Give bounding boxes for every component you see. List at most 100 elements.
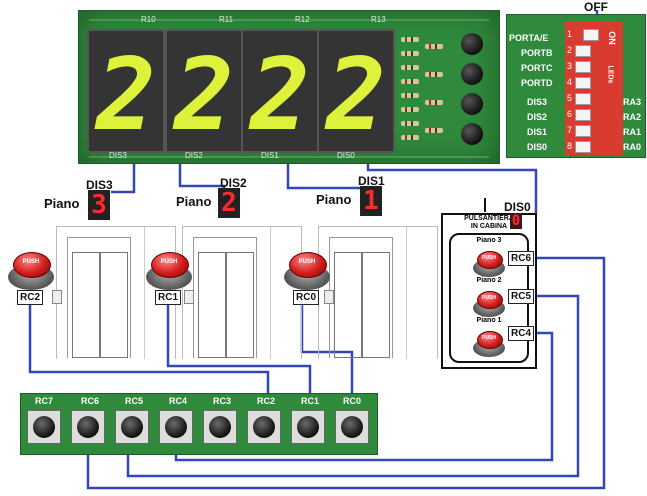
svg-text:2: 2: [248, 36, 310, 151]
floor-call-button-1[interactable]: PUSH: [284, 246, 330, 292]
dip-toggle[interactable]: [575, 141, 591, 153]
cabin-button-group: Piano 3 PUSH Piano 2 PUSH Piano 1 PUSH: [449, 233, 529, 363]
on-label: ON: [606, 31, 617, 45]
wire-rc0: [300, 304, 354, 396]
floor-display-label: DIS2: [220, 176, 247, 190]
dip-toggle[interactable]: [575, 93, 591, 105]
display-board: R10 R11 R12 R13 2 2 2 2 DIS3 DIS2 DIS1 D…: [78, 10, 500, 164]
resistor: [401, 93, 419, 98]
dip-toggle[interactable]: [575, 45, 591, 57]
switch-icon: [324, 290, 334, 304]
resistor: [425, 128, 443, 133]
dip-toggle[interactable]: [575, 77, 591, 89]
resistor-label: R11: [219, 15, 234, 24]
dip-toggle[interactable]: [583, 29, 599, 41]
tactile-button-rc6[interactable]: [71, 410, 105, 444]
dip-port-label: PORTD: [521, 78, 553, 88]
button-board: RC7 RC6 RC5 RC4 RC3 RC2 RC1 RC0: [20, 393, 378, 455]
push-label: PUSH: [22, 259, 40, 265]
floor-call-button-2[interactable]: PUSH: [146, 246, 192, 292]
dip-port-label: DIS3: [527, 97, 548, 107]
rc-label: RC5: [508, 289, 535, 304]
rc-label: RC1: [155, 290, 182, 305]
seven-segment-digit-dis1: 2: [241, 29, 319, 153]
board-button-label: RC0: [343, 396, 362, 406]
tactile-button-rc2[interactable]: [247, 410, 281, 444]
resistor: [401, 51, 419, 56]
floor-label: Piano: [44, 196, 80, 211]
resistor-label: R12: [295, 15, 310, 24]
digit-label: DIS3: [109, 151, 127, 160]
dip-toggle[interactable]: [575, 61, 591, 73]
rc-label: RC0: [293, 290, 320, 305]
dip-port-label: DIS0: [527, 142, 548, 152]
dip-number: 3: [567, 61, 573, 71]
floor-display-label: DIS3: [86, 178, 113, 192]
wire-rc1: [166, 304, 312, 396]
cabin-title-line: IN CABINA: [470, 223, 508, 230]
board-button-label: RC2: [257, 396, 276, 406]
board-button-label: RC3: [213, 396, 232, 406]
switch-icon: [184, 290, 194, 304]
dip-toggle[interactable]: [575, 109, 591, 121]
tactile-button-rc1[interactable]: [291, 410, 325, 444]
switch-icon: [52, 290, 62, 304]
resistor-label: R10: [141, 15, 156, 24]
dip-port-label: RA1: [623, 127, 642, 137]
floor-digit-display: 3: [88, 190, 110, 220]
cabin-button-2[interactable]: PUSH: [473, 287, 505, 317]
cabin-display-label: DIS0: [504, 200, 531, 214]
tactile-button-rc0[interactable]: [335, 410, 369, 444]
tactile-button-rc7[interactable]: [27, 410, 61, 444]
tactile-button-rc3[interactable]: [203, 410, 237, 444]
elevator-drawing: [318, 226, 438, 359]
dip-switch: 1 2 3 4 5 6 7 8 ON LEDs: [565, 21, 623, 155]
svg-text:2: 2: [324, 36, 386, 151]
resistor: [401, 79, 419, 84]
push-label: PUSH: [482, 335, 496, 341]
floor-label: Piano: [176, 194, 212, 209]
svg-text:2: 2: [172, 36, 234, 151]
dip-number: 2: [567, 45, 573, 55]
resistor: [401, 65, 419, 70]
wire-rc4: [174, 331, 554, 462]
resistor: [425, 72, 443, 77]
leds-label: LEDs: [606, 65, 614, 84]
transistor: [461, 123, 483, 145]
resistor: [401, 135, 419, 140]
dip-number: 8: [567, 141, 573, 151]
resistor: [401, 107, 419, 112]
floor-display-label: DIS1: [358, 174, 385, 188]
dip-port-label: PORTA/E: [509, 33, 549, 43]
resistor: [425, 44, 443, 49]
dip-number: 6: [567, 109, 573, 119]
dip-number: 7: [567, 125, 573, 135]
dip-toggle[interactable]: [575, 125, 591, 137]
antenna-icon: [484, 198, 486, 212]
resistor-label: R13: [371, 15, 386, 24]
svg-text:2: 2: [94, 36, 156, 151]
off-label: OFF: [584, 0, 608, 14]
resistor: [401, 37, 419, 42]
dip-number: 4: [567, 77, 573, 87]
cabin-button-1[interactable]: PUSH: [473, 327, 505, 357]
dip-switch-board: PORTA/E PORTB PORTC PORTD DIS3 DIS2 DIS1…: [506, 14, 646, 158]
board-button-label: RC5: [125, 396, 144, 406]
dip-port-label: DIS1: [527, 127, 548, 137]
digit-label: DIS1: [261, 151, 279, 160]
resistor: [425, 100, 443, 105]
cabin-digit-display: 0: [510, 213, 522, 229]
floor-call-button-3[interactable]: PUSH: [8, 246, 54, 292]
cabin-title: PULSANTIERA IN CABINA: [443, 215, 535, 231]
cabin-button-3[interactable]: PUSH: [473, 247, 505, 277]
board-button-label: RC7: [35, 396, 54, 406]
tactile-button-rc4[interactable]: [159, 410, 193, 444]
transistor: [461, 93, 483, 115]
dip-port-label: PORTC: [521, 63, 553, 73]
tactile-button-rc5[interactable]: [115, 410, 149, 444]
board-button-label: RC6: [81, 396, 100, 406]
board-button-label: RC4: [169, 396, 188, 406]
dip-port-label: RA0: [623, 142, 642, 152]
transistor: [461, 33, 483, 55]
seven-segment-digit-dis3: 2: [87, 29, 165, 153]
